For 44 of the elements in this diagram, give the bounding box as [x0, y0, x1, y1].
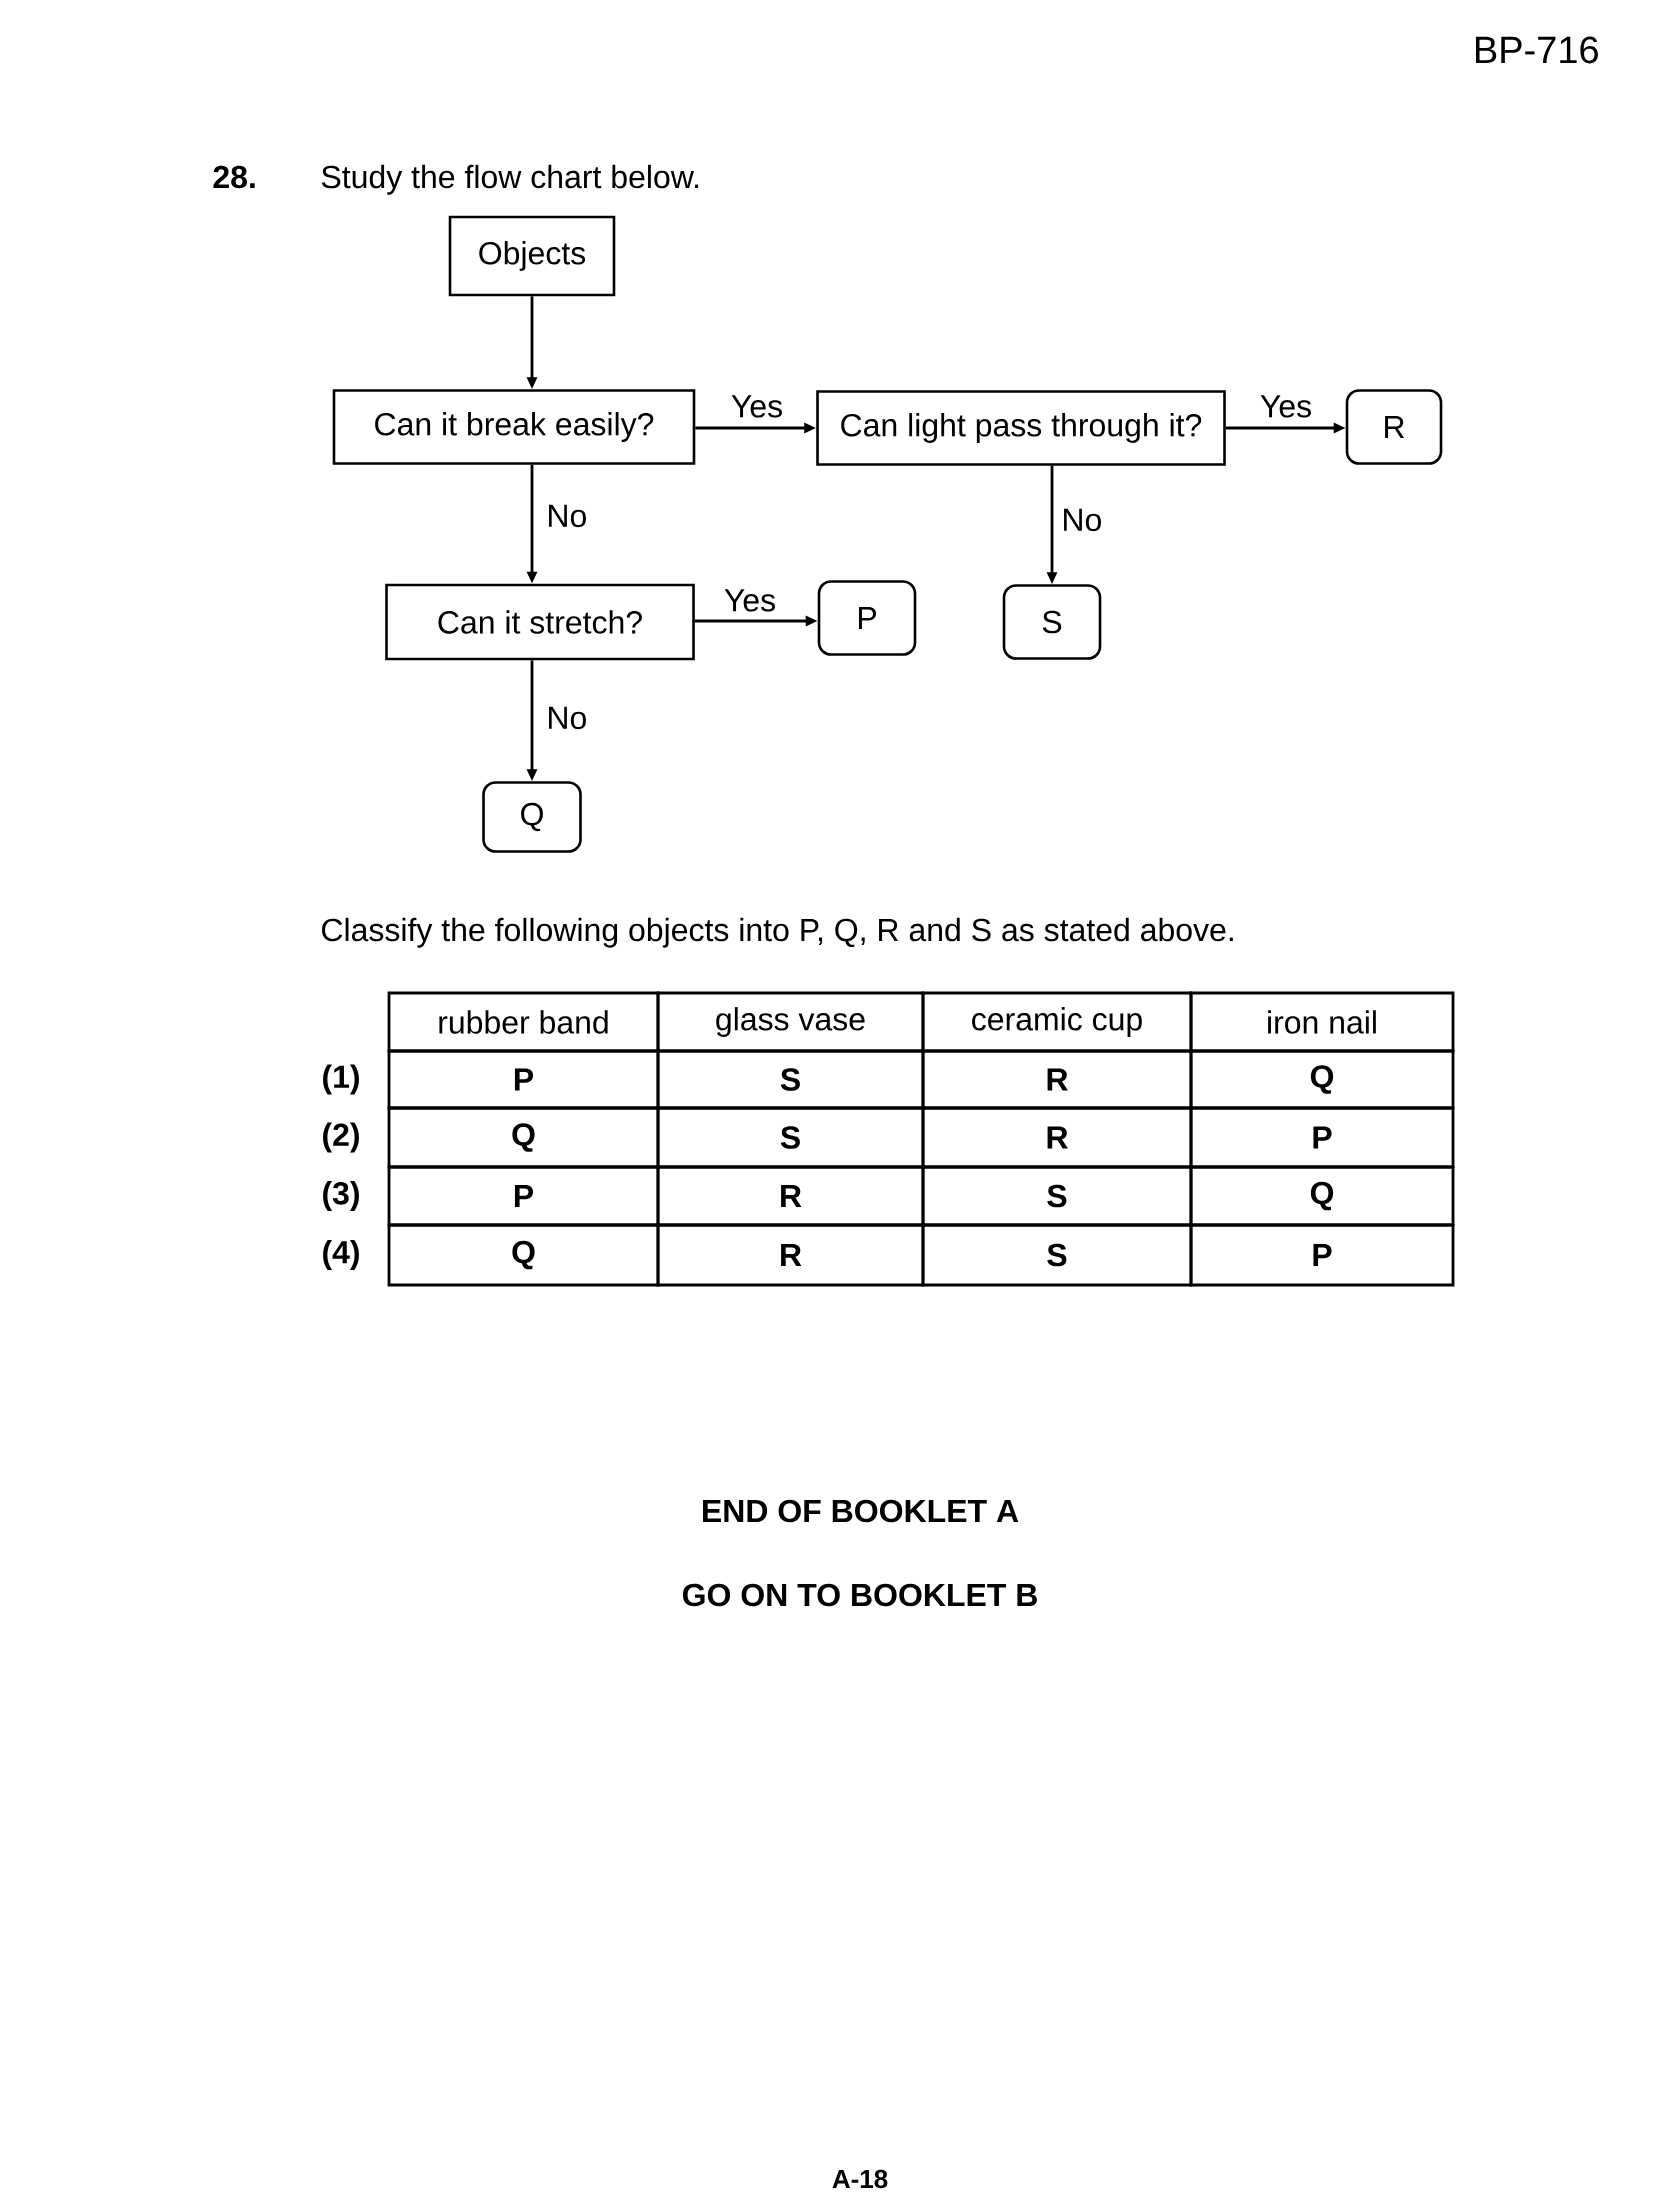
- instruction-text: Classify the following objects into P, Q, R and S as stated above.: [322, 917, 1233, 948]
- table-cell: Q: [1189, 1049, 1455, 1110]
- process-box: Can light pass through it?: [816, 390, 1226, 466]
- table-cell: S: [921, 1223, 1193, 1287]
- result-box: S: [1002, 584, 1102, 660]
- table-cell: Q: [387, 1106, 660, 1169]
- edge-label: Yes: [1257, 393, 1315, 420]
- end-notice: END OF BOOKLET A: [703, 1499, 1019, 1523]
- row-number: (2): [323, 1122, 359, 1153]
- row-number: (4): [323, 1240, 359, 1270]
- table-cell: P: [387, 1049, 660, 1110]
- table-cell: Q: [387, 1223, 660, 1287]
- edge-label: No: [1059, 506, 1105, 534]
- process-box: Objects: [448, 215, 616, 297]
- row-number: (3): [323, 1181, 359, 1211]
- result-box: Q: [482, 781, 582, 853]
- edge-label: Yes: [728, 393, 786, 420]
- column-header: iron nail: [1189, 991, 1455, 1053]
- result-box: R: [1345, 389, 1443, 465]
- table-cell: P: [1189, 1106, 1455, 1169]
- table-cell: R: [656, 1223, 925, 1287]
- table-cell: Q: [1189, 1165, 1455, 1227]
- table-cell: S: [656, 1106, 925, 1169]
- table-cell: S: [656, 1049, 925, 1110]
- table-cell: R: [921, 1106, 1193, 1169]
- table-cell: R: [921, 1049, 1193, 1110]
- table-cell: P: [387, 1165, 660, 1227]
- row-number: (1): [323, 1064, 359, 1095]
- column-header: glass vase: [656, 991, 925, 1053]
- process-box: Can it stretch?: [385, 583, 695, 661]
- process-box: Can it break easily?: [332, 389, 696, 465]
- result-box: P: [817, 580, 917, 656]
- page-number: A-18: [832, 2169, 888, 2189]
- table-cell: R: [656, 1165, 925, 1227]
- table-cell: P: [1189, 1223, 1455, 1287]
- edge-label: No: [544, 704, 590, 732]
- edge-label: Yes: [721, 587, 779, 614]
- table-cell: S: [921, 1165, 1193, 1227]
- end-notice: GO ON TO BOOKLET B: [682, 1583, 1037, 1607]
- question-number: 28.: [213, 165, 255, 189]
- edge-label: No: [544, 502, 590, 530]
- page-code: BP-716: [1476, 36, 1598, 64]
- column-header: ceramic cup: [921, 991, 1193, 1053]
- column-header: rubber band: [387, 991, 660, 1053]
